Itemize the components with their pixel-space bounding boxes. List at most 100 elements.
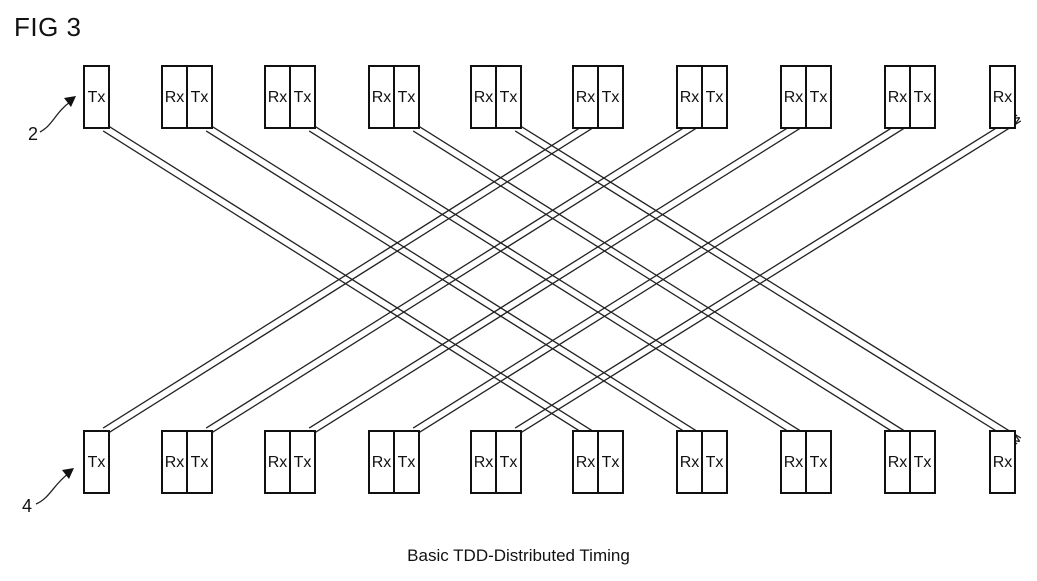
tx-cell: [186, 65, 213, 129]
tx-cell: [909, 430, 936, 494]
tx-cell: [701, 430, 728, 494]
reference-leader-top: [39, 101, 71, 133]
tx-cell: [597, 430, 624, 494]
tx-cell: [495, 65, 522, 129]
tx-cell: [289, 65, 316, 129]
rx-cell: [470, 430, 497, 494]
signal-links: [102, 114, 1022, 445]
tx-label: Tx: [602, 454, 620, 471]
uplink-4-arrowhead: [415, 118, 914, 431]
uplink-1-rail-2: [102, 114, 601, 429]
tx-label: Tx: [398, 454, 416, 471]
rx-cell: [676, 65, 703, 129]
tx-label: Tx: [914, 454, 932, 471]
tx-label: Tx: [191, 89, 209, 106]
downlink-3-arrowhead: [311, 128, 810, 441]
tx-cell: [83, 65, 110, 129]
bottom-slot-6: Rx Tx: [572, 430, 624, 494]
tx-cell: [805, 430, 832, 494]
tx-label: Tx: [706, 454, 724, 471]
top-slot-2: Rx Tx: [161, 65, 213, 129]
uplink-4-rail-1: [416, 120, 917, 435]
rx-cell: [572, 430, 599, 494]
reference-numeral-bottom: 4: [22, 496, 33, 516]
tx-cell: [289, 430, 316, 494]
downlink-2-rail-1: [205, 130, 705, 445]
downlink-3-rail-1: [308, 130, 809, 445]
uplink-2-rail-1: [209, 120, 709, 435]
bottom-slot-2: Rx Tx: [161, 430, 213, 494]
reference-leader-bottom: [35, 473, 69, 505]
uplink-5-arrowhead: [517, 118, 1019, 431]
rx-label: Rx: [474, 454, 494, 471]
tx-label: Tx: [500, 454, 518, 471]
rx-cell: [161, 430, 188, 494]
tx-label: Tx: [88, 89, 106, 106]
rx-label: Rx: [576, 89, 596, 106]
downlink-5-arrowhead: [517, 128, 1019, 441]
tx-cell: [83, 430, 110, 494]
tx-label: Tx: [294, 89, 312, 106]
tx-cell: [495, 430, 522, 494]
bottom-slot-9: Rx Tx: [884, 430, 936, 494]
tx-label: Tx: [706, 89, 724, 106]
downlink-4-rail-2: [416, 124, 917, 439]
rx-label: Rx: [474, 89, 494, 106]
top-slot-7: Rx Tx: [676, 65, 728, 129]
tx-label: Tx: [810, 454, 828, 471]
uplink-1-rail-1: [106, 120, 605, 435]
rx-cell: [884, 65, 911, 129]
rx-cell: [989, 65, 1016, 129]
uplink-3-rail-1: [312, 120, 813, 435]
figure-caption: Basic TDD-Distributed Timing: [407, 546, 630, 565]
top-slot-1: Tx: [83, 65, 110, 129]
tx-cell: [393, 430, 420, 494]
tx-cell: [597, 65, 624, 129]
reference-arrowhead-top: [64, 96, 76, 107]
downlink-4-arrowhead: [415, 128, 914, 441]
uplink-1-arrowhead: [105, 118, 602, 431]
top-slot-10: Rx: [989, 65, 1016, 129]
rx-label: Rx: [165, 89, 185, 106]
downlink-1-arrowhead: [105, 128, 602, 441]
tx-label: Tx: [398, 89, 416, 106]
rx-cell: [572, 65, 599, 129]
downlink-2-arrowhead: [208, 128, 706, 441]
rx-cell: [368, 65, 395, 129]
downlink-1-rail-2: [106, 124, 605, 439]
tx-label: Tx: [914, 89, 932, 106]
uplink-5-rail-2: [514, 114, 1018, 429]
rx-label: Rx: [784, 454, 804, 471]
rx-label: Rx: [993, 454, 1013, 471]
rx-label: Rx: [372, 454, 392, 471]
rx-label: Rx: [784, 89, 804, 106]
tx-label: Tx: [500, 89, 518, 106]
tx-label: Tx: [294, 454, 312, 471]
downlink-4-rail-1: [412, 130, 913, 445]
downlink-2-rail-2: [209, 124, 709, 439]
bottom-slot-5: Rx Tx: [470, 430, 522, 494]
tx-cell: [909, 65, 936, 129]
rx-label: Rx: [888, 454, 908, 471]
uplink-4-rail-2: [412, 114, 913, 429]
rx-label: Rx: [680, 89, 700, 106]
figure-title: FIG 3: [14, 12, 82, 42]
rx-cell: [884, 430, 911, 494]
reference-numeral-top: 2: [28, 124, 39, 144]
tx-label: Tx: [88, 454, 106, 471]
tx-label: Tx: [191, 454, 209, 471]
rx-label: Rx: [576, 454, 596, 471]
rx-label: Rx: [165, 454, 185, 471]
tx-cell: [393, 65, 420, 129]
downlink-5-rail-1: [514, 130, 1018, 445]
bottom-slot-10: Rx: [989, 430, 1016, 494]
rx-cell: [264, 65, 291, 129]
